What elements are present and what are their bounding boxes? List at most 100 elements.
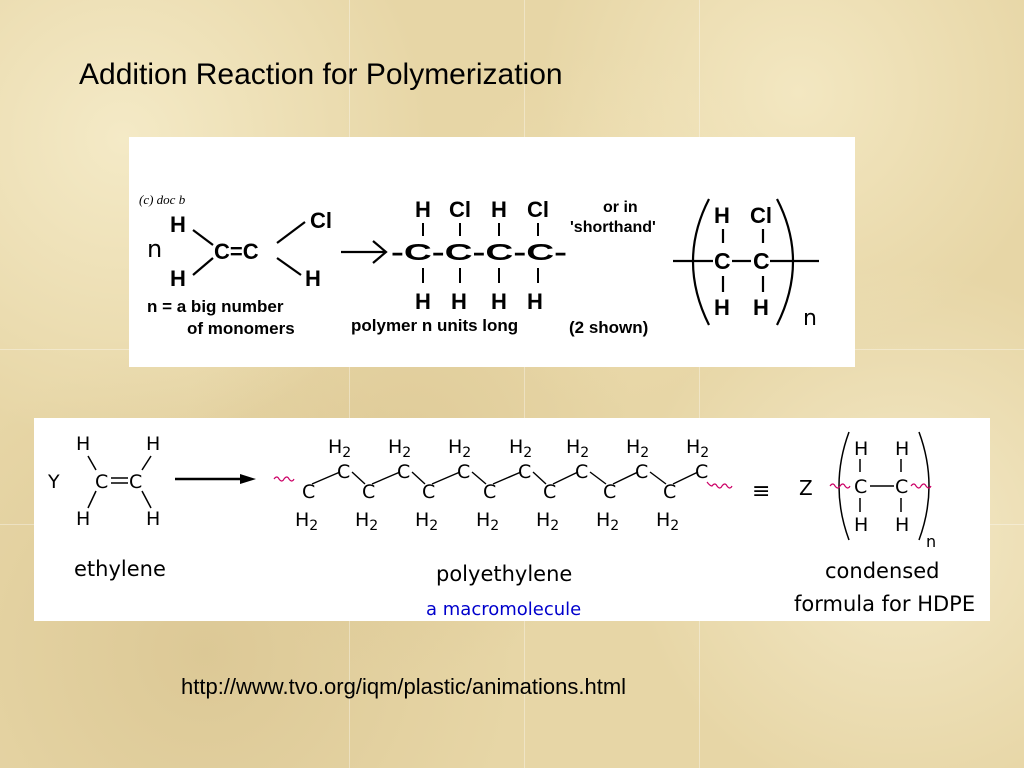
monomer-h-topleft: H [170,212,186,237]
or-in-label: or in [603,199,638,216]
shorthand-c-right: C [753,248,770,274]
chain-bond [311,471,341,485]
hdpe-h-bottomright: H [895,514,909,536]
shorthand-c-left: C [714,248,731,274]
hdpe-h-topright: H [895,438,909,460]
ethylene-h-topleft: H [76,433,90,455]
ethylene-h-bottomleft: H [76,508,90,530]
chain-carbon-lower: C [603,481,616,503]
ethylene-arrow [175,474,256,484]
polyethylene-chain: H2CH2CH2CH2CH2CH2CH2CCH2CH2CH2CH2CH2CH2C… [273,436,733,534]
wavy-chain-end [706,481,733,489]
hdpe-bonds-brackets [838,431,930,541]
chain-top-h-1: H [415,197,431,222]
hdpe-h-bottomleft: H [854,514,868,536]
chain-h2-lower: H2 [415,509,438,534]
chain-bond [552,471,579,485]
chain-h2-lower: H2 [656,509,679,534]
chain-h2-upper: H2 [626,436,649,461]
chain-carbon-lower: C [302,481,315,503]
shorthand-label: 'shorthand' [570,219,656,236]
monomer-note-line1: n = a big number [147,297,284,316]
ethylene-c-right: C [129,471,142,493]
ethylene-c-left: C [95,471,108,493]
chain-carbon-upper: C [695,461,708,483]
hdpe-c-right: C [895,476,908,498]
chain-bottom-h-2: H [451,289,467,314]
chain-bond [411,471,426,485]
background-seam [524,0,525,768]
chain-carbon-upper: C [575,461,588,483]
chain-bottom-h-3: H [491,289,507,314]
chain-h2-upper: H2 [328,436,351,461]
chain-bottom-h-4: H [527,289,543,314]
monomer-h-bottomright: H [305,266,321,291]
chain-carbon-lower: C [543,481,556,503]
chain-h2-lower: H2 [476,509,499,534]
chain-carbon-lower: C [663,481,676,503]
chain-top-cl-2: Cl [527,197,549,222]
shorthand-subscript-n: n [803,306,817,331]
reaction-arrow [341,240,388,264]
chain-carbon-lower: C [362,481,375,503]
chain-bond [672,471,699,485]
macromolecule-label: a macromolecule [426,599,581,620]
monomer-note-line2: of monomers [187,319,295,338]
chain-h2-upper: H2 [448,436,471,461]
hdpe-h-topleft: H [854,438,868,460]
shorthand-cl-top: Cl [750,203,772,228]
shorthand-h-bottom-left: H [714,295,730,320]
chain-bond [492,471,522,485]
slide-title: Addition Reaction for Polymerization [79,58,563,91]
two-shown-label: (2 shown) [569,318,648,337]
polymer-chain-backbone: -C-C-C-C- [391,239,567,265]
chain-bond [649,471,667,485]
chain-h2-lower: H2 [536,509,559,534]
condensed-label-line2: formula for HDPE [794,592,975,616]
chain-h2-upper: H2 [509,436,532,461]
ethylene-h-bottomright: H [146,508,160,530]
chain-bond [351,471,366,485]
source-url[interactable]: http://www.tvo.org/iqm/plastic/animation… [181,674,627,699]
chain-bond [471,471,487,485]
chain-bond [371,471,401,485]
hdpe-subscript-n: n [926,532,936,551]
chain-bottom-h-1: H [415,289,431,314]
chain-carbon-upper: C [457,461,470,483]
ethylene-label: ethylene [74,557,166,581]
ethylene-h-topright: H [146,433,160,455]
hdpe-wavy-ends [829,483,932,489]
chain-bond [431,471,461,485]
background-seam [349,0,350,768]
polyethylene-label: polyethylene [436,562,572,586]
pvc-reaction-svg: (c) doc b n H H C=C Cl H H Cl H Cl -C-C-… [139,192,819,338]
polymer-length-label: polymer n units long [351,316,518,335]
chain-bond [589,471,607,485]
chain-h2-lower: H2 [355,509,378,534]
credit-text: (c) doc b [139,192,186,207]
shorthand-h-top: H [714,203,730,228]
background-seam [699,0,700,768]
hdpe-c-left: C [854,476,867,498]
chain-vertical-bonds [422,223,539,283]
chain-h2-upper: H2 [566,436,589,461]
chain-top-cl-1: Cl [449,197,471,222]
chain-carbon-upper: C [518,461,531,483]
wavy-chain-start [273,476,295,482]
label-y: Y [47,471,60,493]
ethylene-bonds [87,455,152,509]
chain-h2-lower: H2 [295,509,318,534]
condensed-label-line1: condensed [825,559,939,583]
chain-h2-lower: H2 [596,509,619,534]
monomer-h-bottomleft: H [170,266,186,291]
chain-h2-upper: H2 [388,436,411,461]
monomer-bonds [192,221,306,276]
monomer-cl: Cl [310,208,332,233]
chain-carbon-upper: C [337,461,350,483]
chain-bond [612,471,639,485]
monomer-c-double-c: C=C [214,239,259,264]
shorthand-h-bottom-right: H [753,295,769,320]
chain-bond [532,471,547,485]
shorthand-bonds-brackets [673,198,819,326]
chain-carbon-lower: C [483,481,496,503]
